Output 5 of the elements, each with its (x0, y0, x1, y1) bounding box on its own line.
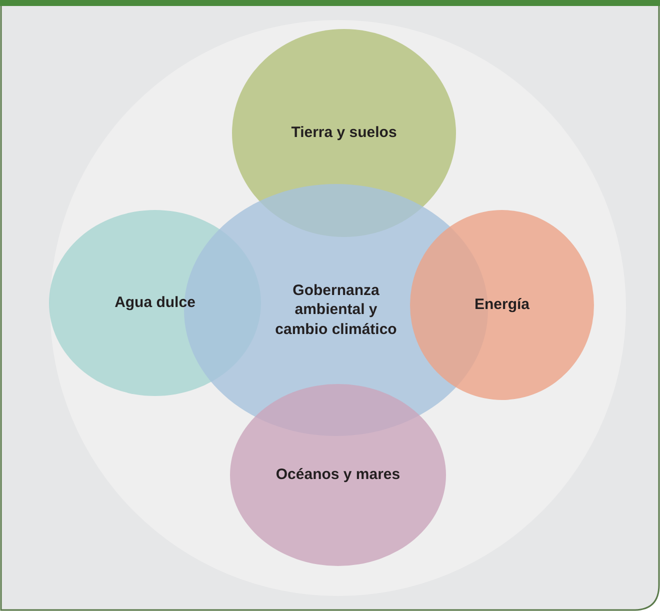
topic-label: Energía (474, 295, 530, 315)
topic-label: Gobernanza ambiental y cambio climático (274, 280, 398, 340)
topic-label: Océanos y mares (276, 465, 400, 485)
topic-label: Tierra y suelos (291, 123, 397, 143)
topic-label: Agua dulce (114, 293, 196, 313)
